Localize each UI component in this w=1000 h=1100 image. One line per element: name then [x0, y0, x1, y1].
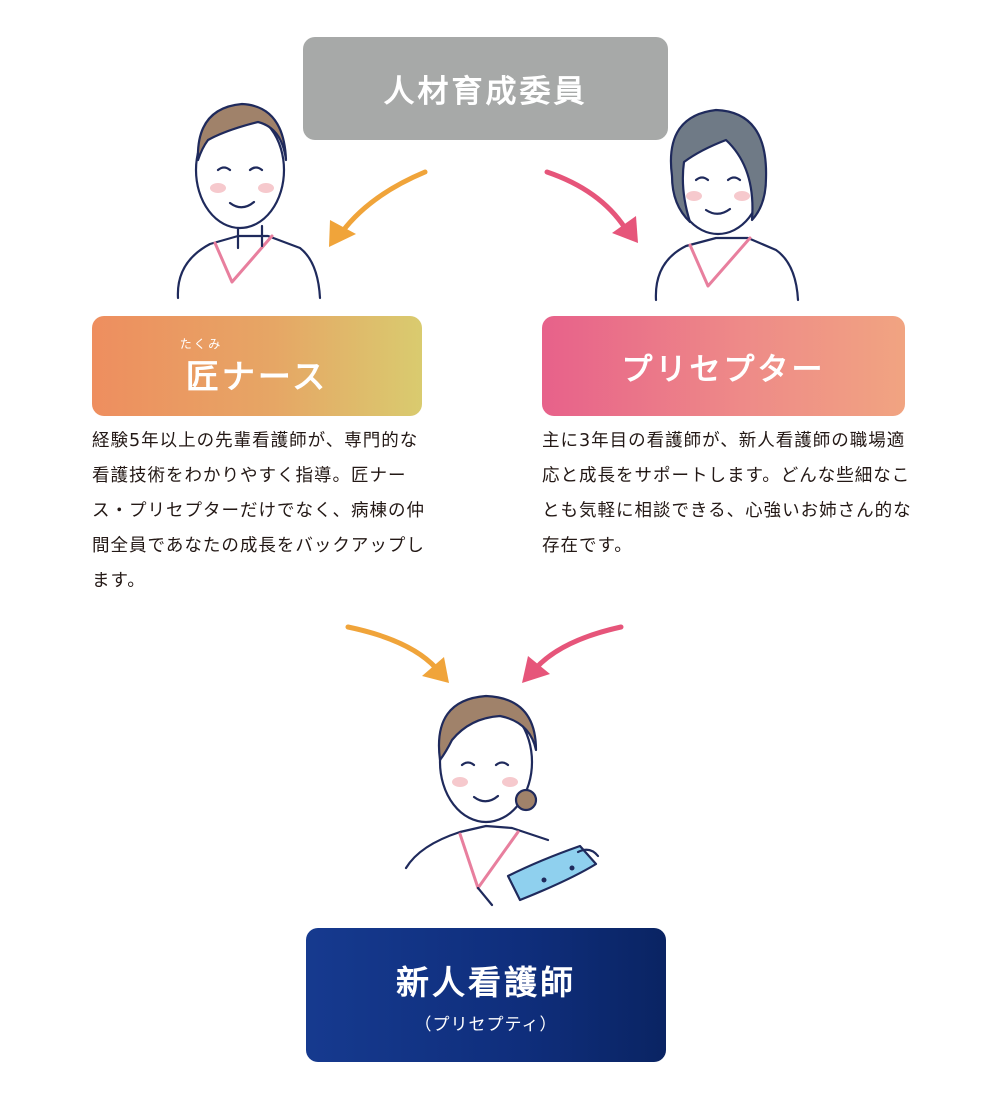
- preceptor-box: プリセプター: [542, 316, 905, 416]
- arrow-committee-to-preceptor: [544, 169, 638, 243]
- preceptor-nurse-illustration: [654, 108, 800, 302]
- committee-label: 人材育成委員: [383, 74, 588, 110]
- takumi-description: 経験5年以上の先輩看護師が、専門的な看護技術をわかりやすく指導。匠ナース・プリセ…: [92, 431, 425, 591]
- takumi-label: 匠ナース: [185, 356, 329, 396]
- arrow-takumi-to-new: [345, 624, 449, 683]
- new-nurse-box: 新人看護師 （プリセプティ）: [306, 928, 666, 1062]
- preceptor-label: プリセプター: [621, 351, 826, 388]
- takumi-nurse-illustration: [176, 102, 322, 300]
- takumi-ruby: たくみ: [179, 336, 223, 351]
- arrow-preceptor-to-new: [522, 624, 624, 683]
- takumi-nurse-box: たくみ 匠ナース: [92, 316, 422, 416]
- committee-box: 人材育成委員: [303, 37, 668, 140]
- arrow-committee-to-takumi: [329, 169, 428, 247]
- new-nurse-sublabel: （プリセプティ）: [414, 1014, 558, 1035]
- new-nurse-illustration: [404, 694, 600, 907]
- preceptor-description: 主に3年目の看護師が、新人看護師の職場適応と成長をサポートします。どんな些細なこ…: [542, 431, 912, 556]
- new-nurse-label: 新人看護師: [396, 962, 576, 1002]
